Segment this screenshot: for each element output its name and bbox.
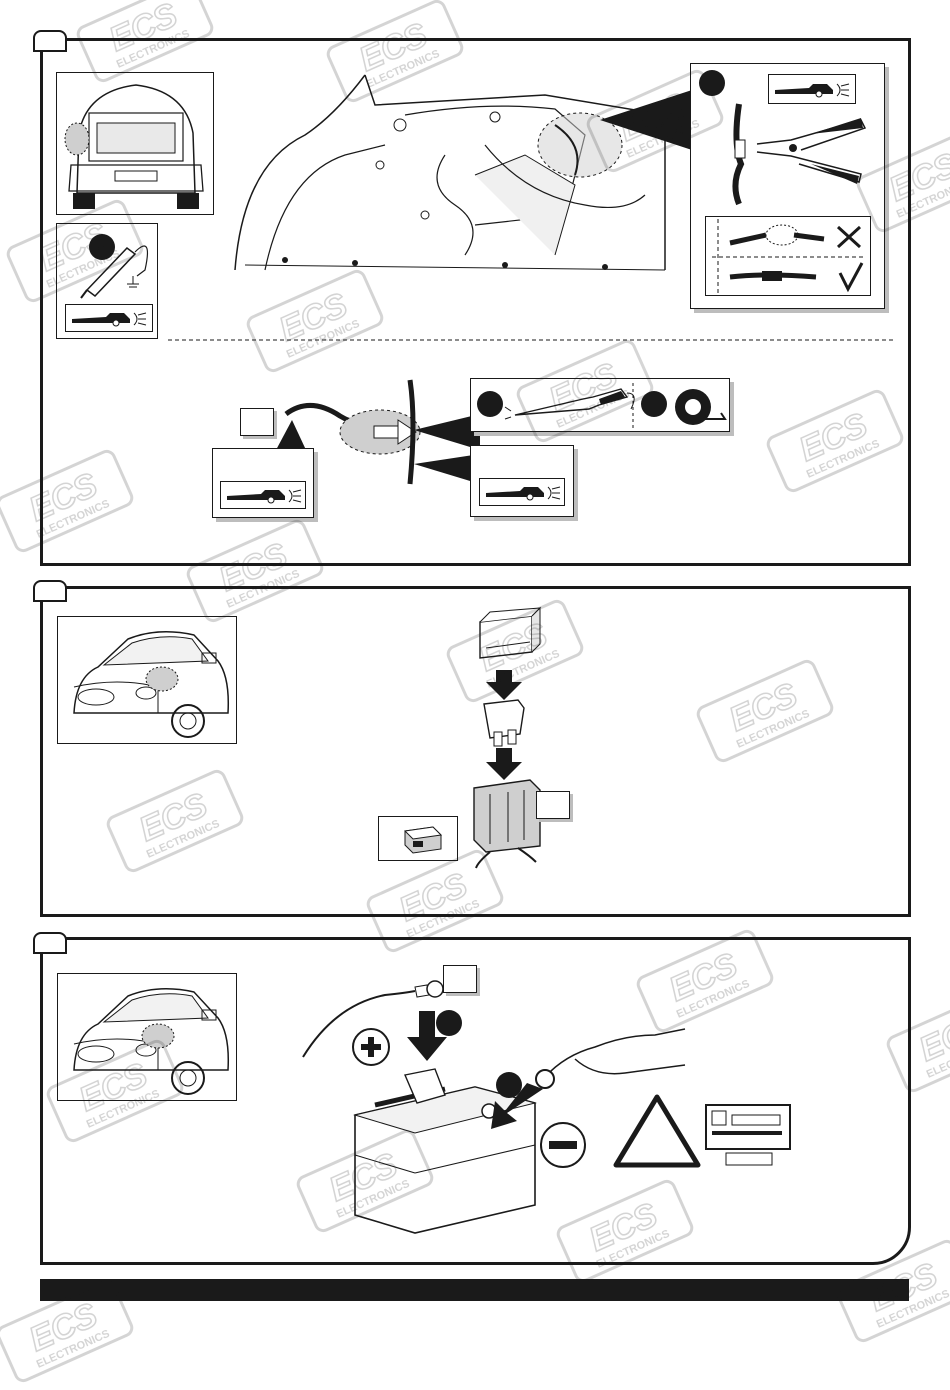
car-front-illustration xyxy=(73,988,230,1095)
fuse-icon xyxy=(483,699,525,747)
light-label-box xyxy=(220,481,306,509)
tester-box xyxy=(56,223,158,339)
footer-bar xyxy=(40,1279,909,1301)
car-light-icon xyxy=(486,486,561,501)
car-front-thumbnail xyxy=(57,616,237,744)
car-light-icon xyxy=(227,489,302,504)
crimp-detail-box xyxy=(690,63,885,309)
circuit-tester-icon xyxy=(80,245,148,299)
car-front-illustration xyxy=(73,631,230,738)
relay-module-box xyxy=(378,816,458,861)
trunk-interior-illustration xyxy=(234,74,666,271)
car-front-thumbnail-2 xyxy=(57,973,237,1101)
part-number-box xyxy=(240,408,274,436)
plus-icon xyxy=(352,1028,390,1066)
fuse-install-illustration xyxy=(473,606,542,869)
minus-icon xyxy=(540,1122,586,1168)
car-rear-illustration xyxy=(64,84,204,209)
car-light-icon xyxy=(72,312,147,327)
battery-connection-illustration xyxy=(302,980,686,1234)
battery-icon xyxy=(353,1068,537,1234)
warning-triangle-icon xyxy=(613,1094,701,1168)
part-number-box xyxy=(536,791,570,819)
step-tab-3 xyxy=(33,932,67,954)
crimping-pliers-icon xyxy=(732,103,867,206)
light-source-box xyxy=(212,448,314,518)
step-tab-1 xyxy=(33,30,67,52)
step-marker-dot xyxy=(477,391,503,417)
step-marker-dot xyxy=(89,234,115,260)
step-tab-2 xyxy=(33,580,67,602)
tools-box xyxy=(470,378,730,432)
light-label-box xyxy=(768,74,856,104)
part-number-box xyxy=(443,965,477,993)
relay-module-icon xyxy=(403,826,443,854)
wrong-icon xyxy=(836,225,862,249)
step-marker-dot xyxy=(699,70,725,96)
splice-comparison xyxy=(705,216,871,296)
light-target-box xyxy=(470,445,574,517)
screwdriver-icon xyxy=(504,383,635,429)
tape-roll-icon xyxy=(675,389,727,425)
correct-icon xyxy=(838,262,864,293)
step-marker-dot xyxy=(641,391,667,417)
fuse-holder-icon xyxy=(473,779,541,869)
callout-wedge xyxy=(600,90,692,150)
wire-connection-illustration xyxy=(276,379,480,485)
radio-icon xyxy=(705,1104,791,1166)
car-light-icon xyxy=(775,83,850,98)
light-label-box xyxy=(65,304,153,332)
dashed-separator xyxy=(168,339,893,341)
fuse-box-cover-icon xyxy=(479,606,542,659)
splice-comparison-illustration xyxy=(712,219,866,295)
car-rear-thumbnail xyxy=(56,72,214,215)
light-label-box xyxy=(479,478,565,506)
